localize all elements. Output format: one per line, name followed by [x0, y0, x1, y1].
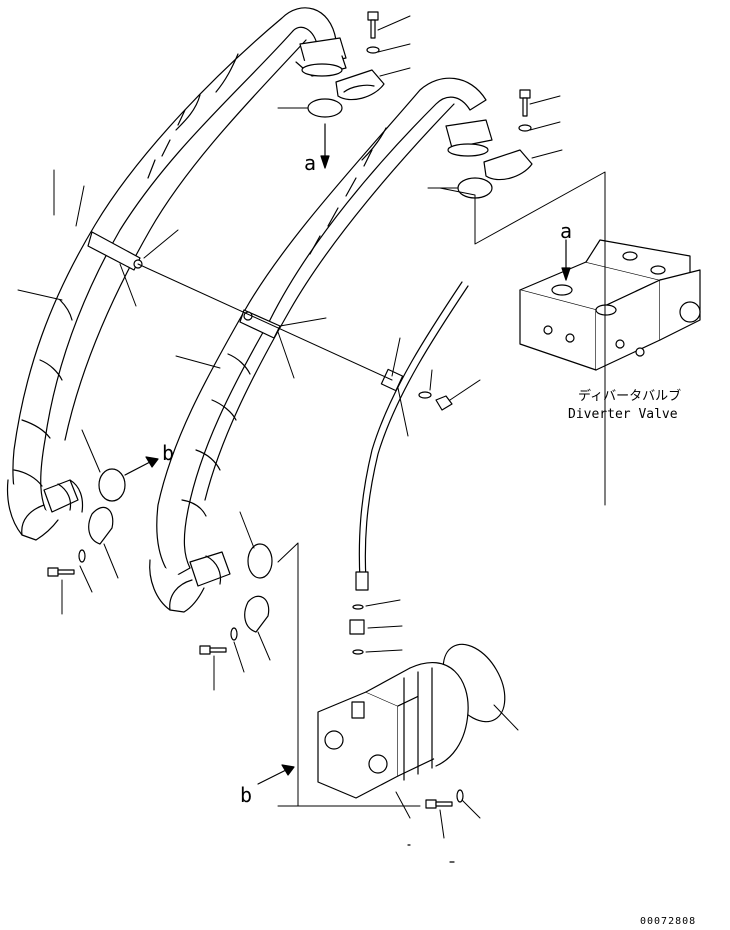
detail-brackets: [277, 171, 606, 807]
o-ring-left: [98, 468, 126, 502]
bolt-top-left: [366, 11, 380, 54]
label-a-top: a: [304, 151, 316, 175]
callout-leaders: [17, 15, 563, 839]
label-a-valve: a: [560, 219, 572, 243]
drawing-number: 00072808: [640, 916, 696, 927]
valve-name-jp: ディバータバルブ: [578, 388, 681, 404]
thin-tube: [355, 281, 469, 591]
left-hose: [6, 7, 337, 541]
pump-fittings: [349, 604, 365, 655]
arrows: [124, 123, 571, 785]
top-elbow-fitting-middle: [445, 89, 533, 181]
valve-name-en: Diverter Valve: [568, 407, 678, 422]
tie-line: [137, 263, 393, 381]
o-ring-top-left: [307, 98, 343, 118]
middle-hose: [149, 77, 487, 613]
diverter-valve: [519, 239, 701, 371]
lower-left-clamp: [47, 506, 114, 577]
pump: [317, 662, 469, 809]
label-b-bottom: b: [240, 783, 252, 807]
o-ring-middle: [247, 543, 273, 579]
lower-middle-clamp: [199, 595, 270, 655]
label-b-left: b: [162, 441, 174, 465]
top-elbow-fitting-left: [295, 37, 385, 101]
